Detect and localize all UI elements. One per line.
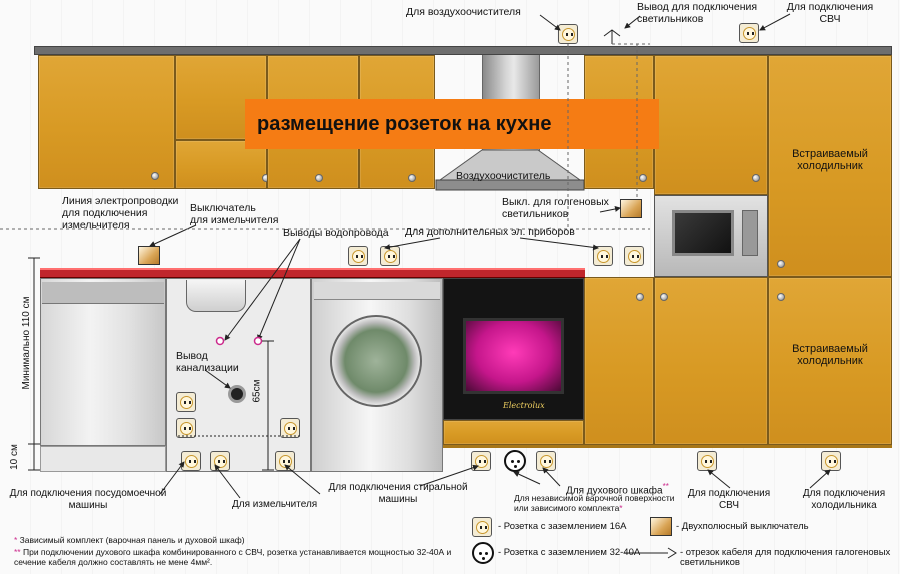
cabinet-knob [752, 174, 760, 182]
footnote-2: ** При подключении духового шкафа комбин… [14, 547, 451, 567]
label-dishwasher: Для подключения посудомоечной машины [9, 488, 167, 511]
oven-window [463, 318, 564, 394]
oven-brand: Electrolux [503, 401, 545, 410]
label-microwave-outlet: Для подключения СВЧ [786, 1, 874, 25]
cabinet-knob [315, 174, 323, 182]
tall-cabinet-upper [654, 55, 768, 195]
cabinet-knob [777, 293, 785, 301]
legend-socket-16a: - Розетка с заземлением 16А [498, 521, 627, 532]
upper-cabinet-1 [38, 55, 175, 189]
footnote-2-text: При подключении духового шкафа комбиниро… [14, 547, 452, 567]
countertop [40, 268, 585, 278]
label-oven-text: Для духового шкафа [566, 485, 663, 497]
dishwasher-panel [42, 282, 164, 304]
label-air-purifier: Воздухоочиститель [456, 170, 551, 182]
label-light-outlet: Вывод для подключения светильников [637, 1, 758, 25]
dishwasher-plinth [40, 446, 166, 472]
socket-icon [624, 246, 644, 266]
label-grinder-switch: Выключатель для измельчителя [190, 202, 279, 226]
label-hob-note-text: Для независимой варочной поверхности или… [514, 493, 675, 513]
footnote-1: * Зависимый комплект (варочная панель и … [14, 535, 245, 545]
dishwasher [40, 278, 166, 446]
socket-icon [739, 23, 759, 43]
legend-double-switch-icon [650, 517, 672, 536]
plinth-right [443, 445, 892, 448]
socket-icon [697, 451, 717, 471]
label-wiring-line: Линия электропроводки для подключения из… [62, 195, 179, 231]
label-microwave-bottom: Для подключения СВЧ [687, 488, 771, 511]
socket-32-40a-icon [504, 450, 526, 472]
label-oven: Для духового шкафа** [566, 481, 669, 497]
socket-icon [558, 24, 578, 44]
label-hob-note-mark: * [619, 503, 623, 513]
cabinet-knob [151, 172, 159, 180]
label-fridge-bottom: Встраиваемый холодильник [792, 343, 868, 367]
footnote-2-mark: ** [14, 547, 21, 557]
label-fridge-outlet: Для подключения холодильника [802, 488, 886, 511]
cabinet-knob [636, 293, 644, 301]
base-cabinet-right [584, 277, 654, 445]
legend-cable-segment: - отрезок кабеля для подключения галоген… [680, 547, 891, 568]
page-title: размещение розеток на кухне [245, 99, 659, 149]
socket-icon [380, 246, 400, 266]
legend-socket-16a-icon [472, 517, 492, 537]
cabinet-knob [408, 174, 416, 182]
upper-cabinet-2-bottom [175, 140, 267, 189]
label-hob-note: Для независимой варочной поверхности или… [514, 493, 675, 513]
label-halogen-switch: Выкл. для голгеновых светильников [502, 196, 609, 220]
microwave-controls [742, 210, 758, 256]
label-fridge-top: Встраиваемый холодильник [792, 148, 868, 172]
socket-icon [593, 246, 613, 266]
fridge-lower [768, 277, 892, 445]
washer-control-panel [314, 282, 440, 300]
label-extra-devices: Для дополнительных эл. приборов [405, 226, 575, 238]
footnote-1-mark: * [14, 535, 18, 545]
microwave-window [672, 210, 734, 256]
socket-icon [280, 418, 300, 438]
sewage-pipe [228, 385, 246, 403]
label-sewage-outlet: Вывод канализации [176, 350, 239, 374]
label-washing-machine: Для подключения стиральной машины [328, 482, 468, 505]
cabinet-knob [777, 260, 785, 268]
label-oven-mark: ** [662, 482, 669, 491]
socket-icon [821, 451, 841, 471]
washer-door [330, 315, 422, 407]
socket-icon [181, 451, 201, 471]
base-drawer-under-oven [443, 420, 584, 445]
cabinet-knob [660, 293, 668, 301]
legend-socket-32-40a: - Розетка с заземлением 32-40А [498, 547, 641, 558]
tall-cabinet-lower [654, 277, 768, 445]
fridge-upper [768, 55, 892, 277]
legend-double-switch: - Двухполюсный выключатель [676, 521, 809, 532]
label-height-65: 65см [251, 379, 263, 403]
label-air-purifier-outlet: Для воздухоочистителя [406, 6, 521, 18]
double-switch-icon [138, 246, 160, 265]
upper-cabinet-top-trim [34, 46, 892, 55]
label-water-outlets: Выводы водопровода [283, 227, 389, 239]
socket-icon [176, 392, 196, 412]
cabinet-knob [639, 174, 647, 182]
label-height-min: Минимально 110 см [21, 296, 32, 390]
legend-socket-32-40a-icon [472, 542, 494, 564]
label-height-10: 10 см [8, 444, 20, 470]
label-grinder: Для измельчителя [232, 499, 318, 510]
socket-icon [348, 246, 368, 266]
footnote-1-text: Зависимый комплект (варочная панель и ду… [17, 535, 245, 545]
socket-icon [176, 418, 196, 438]
sink-bowl [186, 280, 246, 312]
